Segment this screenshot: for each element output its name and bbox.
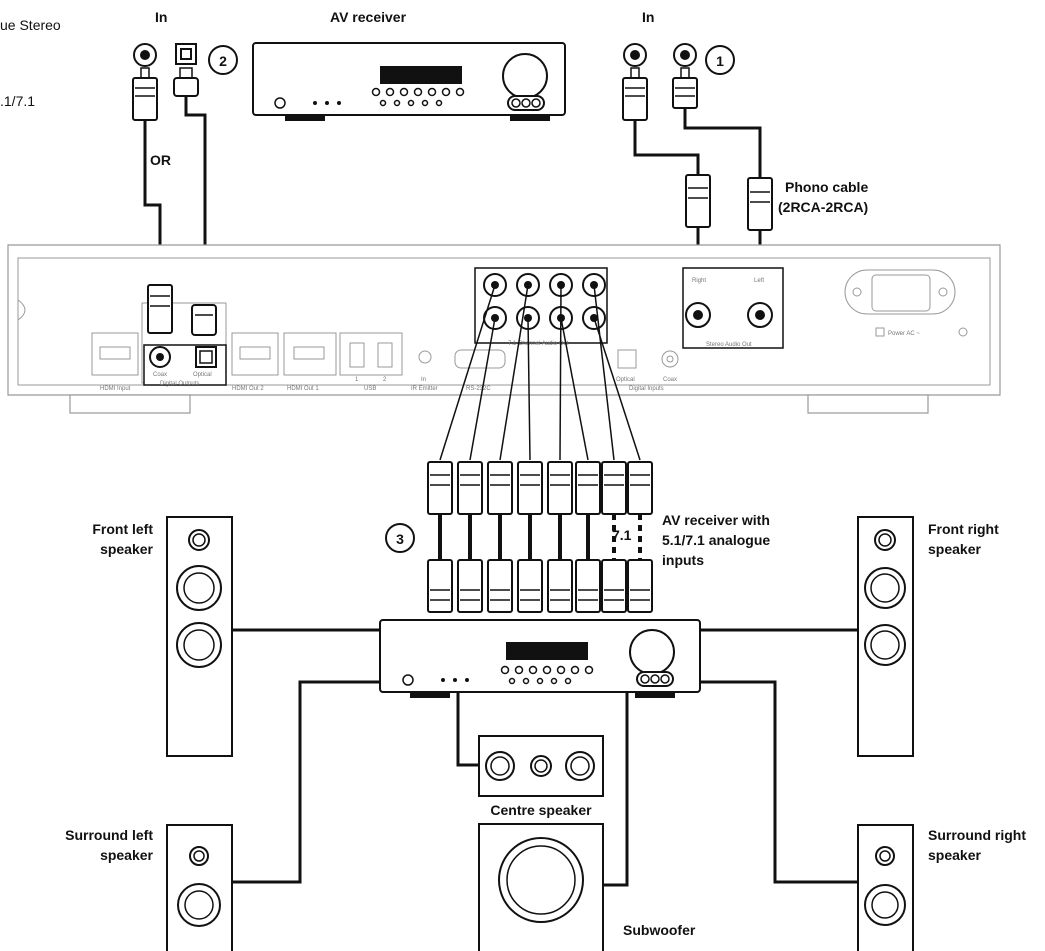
label-surround-left-1: Surround left [65,827,153,843]
phono-plugs-bottom [685,174,773,231]
coax-plug-top [132,67,158,121]
phono-cable-left [683,108,762,178]
label-in-right: In [642,9,654,25]
panel-stereo-audio-out: Stereo Audio Out [706,342,752,348]
optical-input-jack-inner [180,48,192,60]
surround-right-speaker [857,824,914,951]
panel-usb: USB [364,386,376,392]
channel-plug-pairs [427,461,653,613]
front-right-speaker [857,516,914,757]
label-surround-left-2: speaker [100,847,153,863]
av-receiver-bottom-knob [629,629,675,675]
cut-text-71: .1/7.1 [0,93,35,109]
label-subwoofer: Subwoofer [623,922,696,938]
panel-rs232c: RS-232C [466,386,491,392]
callout-2-circle [208,45,238,75]
phono-cable-right [633,120,700,175]
label-av-receiver-51-3: inputs [662,552,704,568]
panel-digital-inputs: Digital Inputs [629,386,664,392]
label-av-receiver-51-1: AV receiver with [662,512,770,528]
panel-hdmi-out-2: HDMI Out 2 [232,386,264,392]
panel-channel-audio-out: 7.1 Channel Audio Out [508,341,569,347]
subwoofer [478,823,604,951]
label-in-left: In [155,9,167,25]
optical-cable [184,96,207,305]
label-phono-cable: Phono cable [785,179,868,195]
optical-plug-top [173,67,199,97]
label-front-left-1: Front left [92,521,153,537]
panel-digital-outputs: Digital Outputs [160,381,199,387]
label-surround-right-1: Surround right [928,827,1026,843]
left-input-jacks [133,43,197,67]
label-av-receiver-51-2: 5.1/7.1 analogue [662,532,770,548]
callout-1: 1 [716,53,724,69]
panel-optical: Optical [193,372,212,378]
label-centre-speaker: Centre speaker [490,802,592,818]
optical-input-jack [175,43,197,65]
panel-usb-1: 1 [355,377,359,383]
player-rear-panel: HDMI Input Coax Optical Digital Outputs … [7,244,1001,414]
panel-left: Left [754,278,764,284]
surround-left-speaker [166,824,233,951]
av-receiver-top [252,42,566,121]
panel-coax: Coax [153,372,167,378]
callout-1-circle [705,45,735,75]
label-front-right-1: Front right [928,521,999,537]
label-av-receiver: AV receiver [330,9,407,25]
label-surround-right-2: speaker [928,847,981,863]
label-seven-one: 7.1 [612,527,632,543]
centre-speaker [478,735,604,797]
callout-3: 3 [396,531,404,547]
av-receiver-bottom-display [506,642,588,660]
multichannel-cables [439,284,641,461]
av-receiver-top-display [380,66,462,84]
phono-plugs-top [622,67,698,121]
av-receiver-bottom [379,619,701,698]
panel-power-ac: Power AC ~ [888,331,920,337]
coax-input-jack-center [140,50,150,60]
panel-hdmi-input: HDMI Input [100,386,131,392]
callout-2: 2 [219,53,227,69]
panel-ir-in: In [421,377,426,383]
cut-text-stereo: ue Stereo [0,17,61,33]
panel-right: Right [692,278,706,284]
front-left-speaker [166,516,233,757]
callout-3-circle [385,523,415,553]
panel-usb-2: 2 [383,377,387,383]
panel-optical-in: Optical [616,377,635,383]
av-receiver-top-knob [502,53,548,99]
label-front-left-2: speaker [100,541,153,557]
label-front-right-2: speaker [928,541,981,557]
right-input-jacks [623,43,697,67]
digital-plugs-panel [147,284,217,336]
panel-coax-in: Coax [663,377,677,383]
panel-ir-emitter: IR Emitter [411,386,438,392]
panel-hdmi-out-1: HDMI Out 1 [287,386,319,392]
speaker-wires [232,628,858,887]
label-or: OR [150,152,171,168]
label-phono-cable-type: (2RCA-2RCA) [778,199,868,215]
